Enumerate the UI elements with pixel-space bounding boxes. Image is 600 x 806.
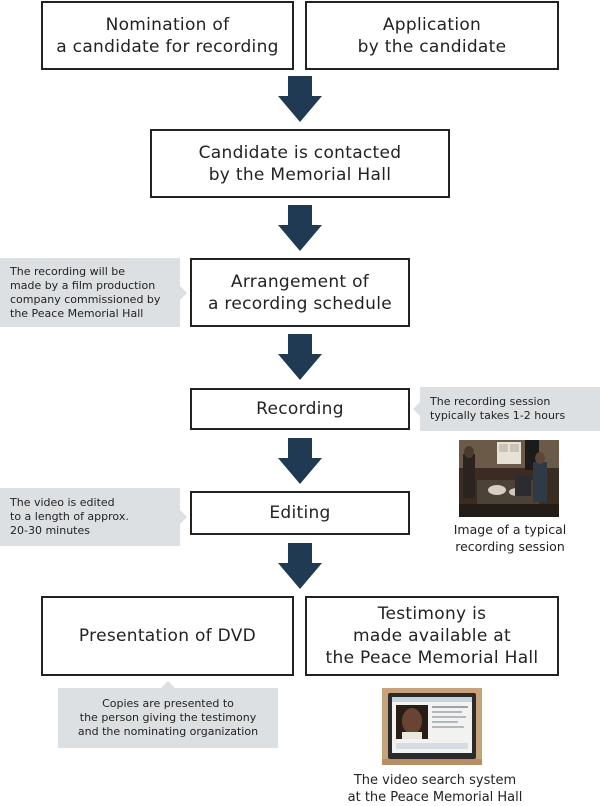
contacted-box: Candidate is contacted by the Memorial H…	[150, 129, 450, 198]
film-production-text: The recording will be made by a film pro…	[10, 264, 161, 320]
arrangement-box: Arrangement of a recording schedule	[190, 258, 410, 327]
application-box: Application by the candidate	[305, 1, 559, 70]
down-arrow-icon	[278, 543, 322, 589]
editing-box: Editing	[190, 491, 410, 535]
nomination-box: Nomination of a candidate for recording	[41, 1, 294, 70]
arrangement-label: Arrangement of a recording schedule	[207, 271, 392, 314]
video-search-system-photo	[382, 688, 482, 765]
contacted-label: Candidate is contacted by the Memorial H…	[198, 142, 402, 185]
down-arrow-icon	[278, 334, 322, 380]
recording-label: Recording	[256, 399, 344, 419]
presentation-label: Presentation of DVD	[78, 626, 257, 646]
application-label: Application by the candidate	[357, 14, 507, 57]
session-length-note: The recording session typically takes 1-…	[413, 387, 600, 431]
available-label: Testimony is made available at the Peace…	[325, 604, 539, 668]
video-edited-text: The video is edited to a length of appro…	[10, 496, 129, 537]
video-edited-note: The video is edited to a length of appro…	[0, 488, 187, 546]
down-arrow-icon	[278, 76, 322, 122]
down-arrow-icon	[278, 438, 322, 484]
session-length-text: The recording session typically takes 1-…	[430, 395, 566, 422]
nomination-label: Nomination of a candidate for recording	[56, 14, 279, 57]
down-arrow-icon	[278, 205, 322, 251]
recording-session-photo	[459, 440, 559, 517]
search-photo-caption: The video search system at the Peace Mem…	[347, 773, 523, 805]
presentation-box: Presentation of DVD	[41, 596, 294, 676]
film-production-note: The recording will be made by a film pro…	[0, 258, 187, 327]
recording-box: Recording	[190, 388, 410, 430]
available-box: Testimony is made available at the Peace…	[305, 596, 559, 676]
recording-photo-caption: Image of a typical recording session	[453, 522, 567, 554]
editing-label: Editing	[269, 503, 331, 523]
copies-note: Copies are presented to the person givin…	[58, 681, 278, 748]
copies-text: Copies are presented to the person givin…	[77, 697, 259, 738]
